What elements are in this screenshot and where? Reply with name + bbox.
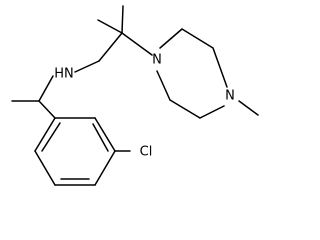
bond-piperazine-4 [199,105,225,119]
bond-benzene-5 [34,150,56,186]
bond-quaternary-methyl-left [97,19,123,34]
piperazine-n4-label: N [225,89,235,104]
bond-amine-to-benzylic [38,75,54,102]
bond-piperazine-1 [159,28,183,49]
bond-piperazine-2 [181,28,214,49]
chemical-structure: HN N N Cl [11,5,259,186]
chloro-label: Cl [140,145,153,160]
bond-n-methyl [238,100,259,116]
bond-piperazine-6 [156,70,171,101]
bond-quaternary-to-ch2 [98,32,123,62]
bond-benzene-2 [94,117,116,152]
bond-ch2-to-amine [74,60,100,73]
bond-benzene-6 [34,117,56,152]
bond-benzene-double-3 [41,122,61,152]
bond-piperazine-5 [169,99,201,119]
bond-benzene-3 [94,150,116,186]
bond-benzene-double-1 [92,123,109,152]
piperazine-n1-label: N [152,53,162,68]
amine-label: HN [54,67,74,82]
bonds [11,5,259,186]
bond-benzylic-to-ring [38,100,56,119]
bond-quaternary-methyl-right [121,5,124,34]
bond-quaternary-to-ring-n [121,32,153,56]
bond-piperazine-3 [212,47,228,88]
atom-labels: HN N N Cl [54,53,235,160]
